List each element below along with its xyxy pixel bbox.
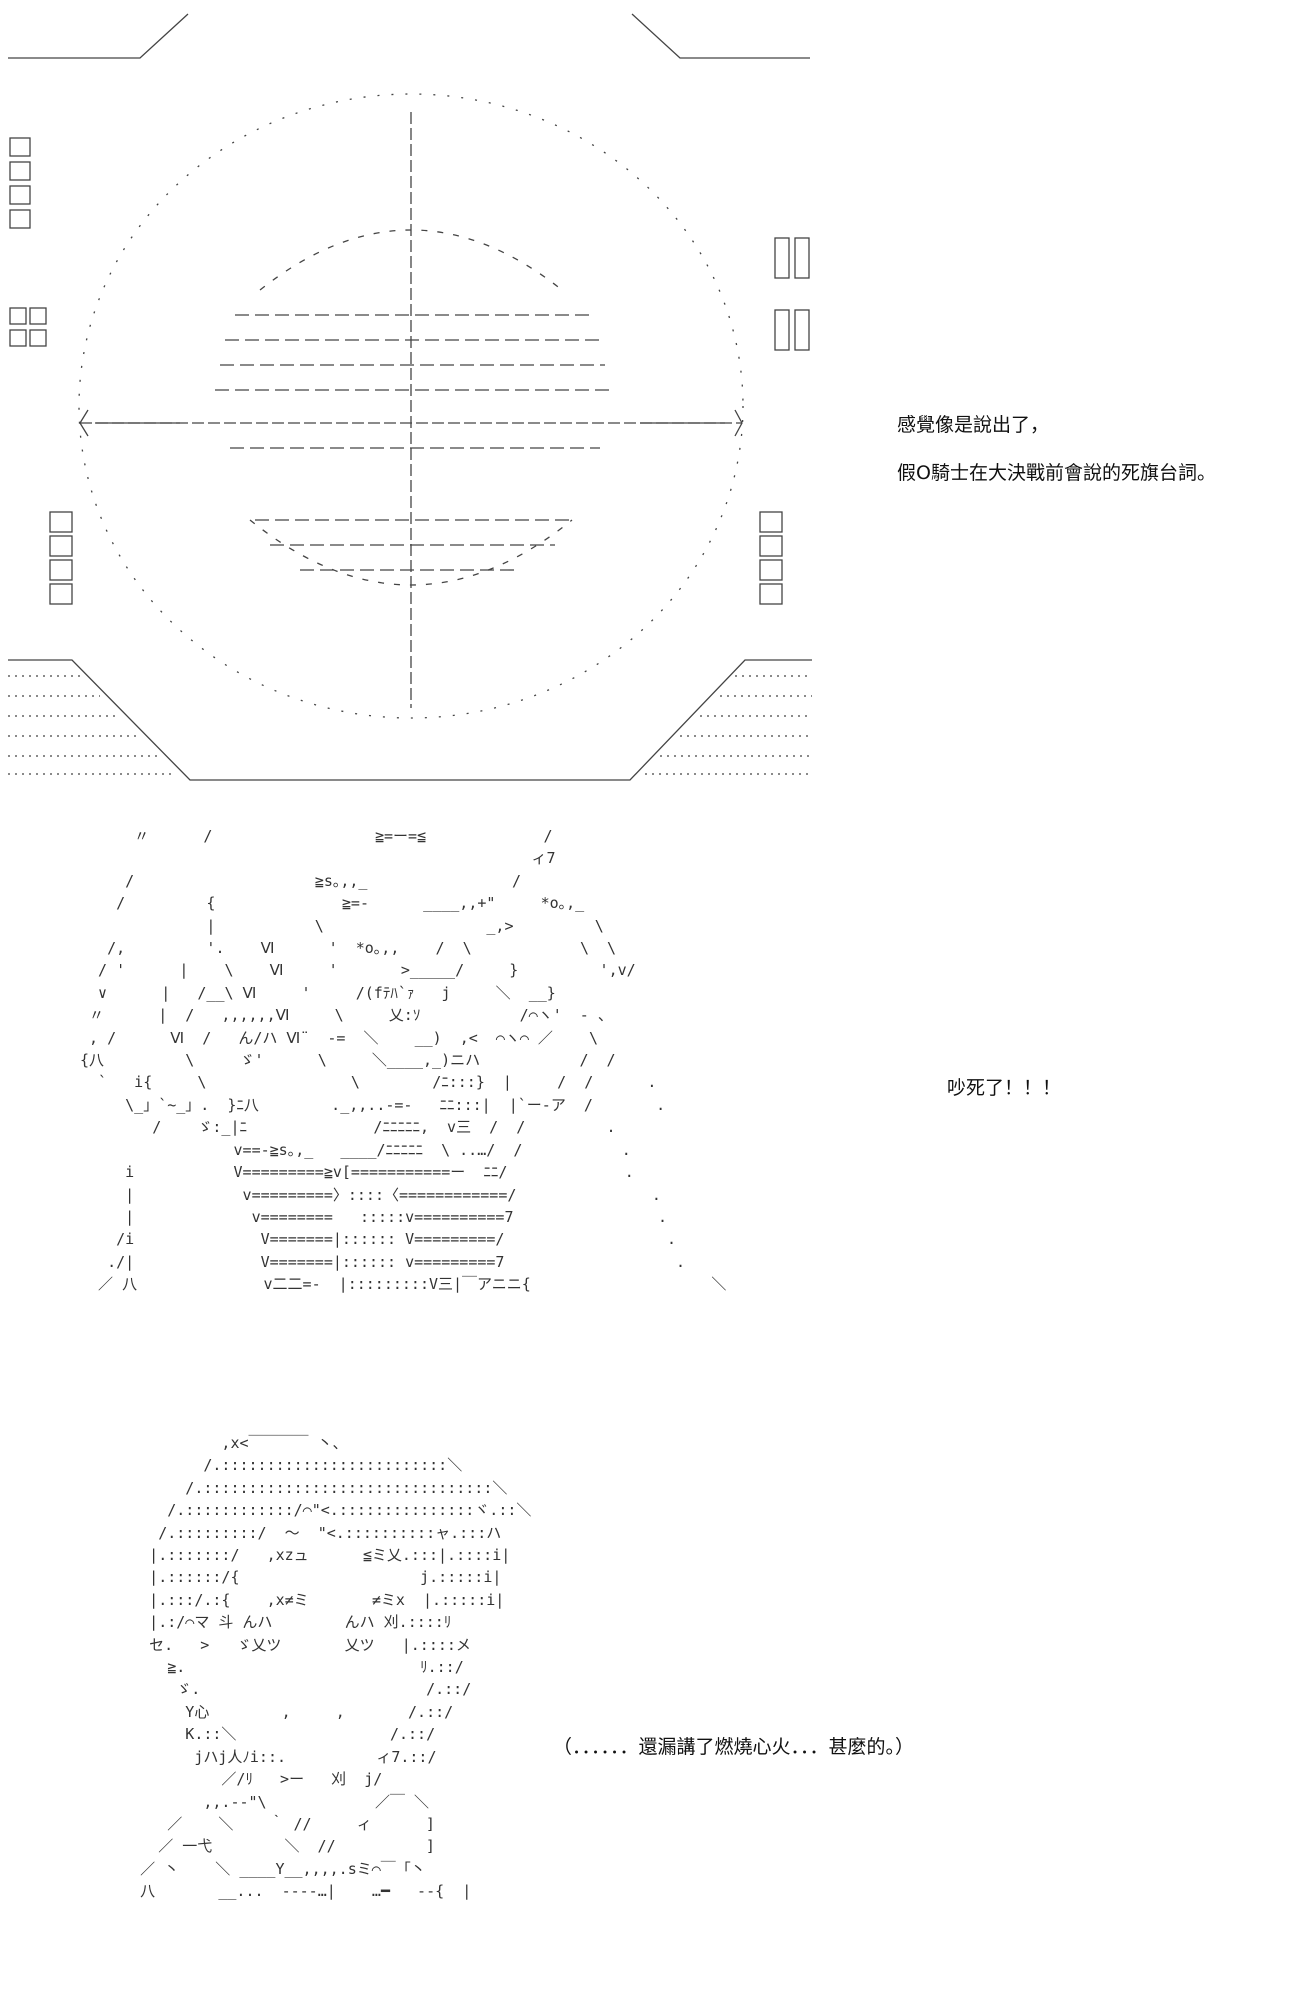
art-line: |.:::/.:{ ,x≠ミ ≠ミx |.:::::i| <box>95 1590 505 1609</box>
art-line: /.:::::::::/ ～ "<.::::::::::ャ.:::ハ <box>95 1523 502 1542</box>
art-line: | \ _,> \ <box>80 916 604 935</box>
art-line: セ. > ゞ乂ツ 乂ツ |.::::メ <box>95 1635 471 1654</box>
art-line: ./| V=======|:::::: v=========7 . <box>80 1252 686 1271</box>
outer-dotted-circle <box>78 93 744 719</box>
top-frame-lines <box>8 13 810 59</box>
character-face-art: ,x<￣￣￣￣ 丶、 /.:::::::::::::::::::::::::＼ … <box>95 1432 531 1903</box>
art-line: / ' | \ Ⅵ ' >_____/ } ',v/ <box>80 961 636 980</box>
art-line: ゞ. /.::/ <box>95 1680 472 1699</box>
dialogue-panel1-line2: 假O騎士在大決戰前會說的死旗台詞。 <box>897 462 1216 484</box>
art-line: / { ≧=- ____,,+" *o｡,_ <box>80 894 585 913</box>
art-line: |.::::::/{ j.:::::i| <box>95 1568 502 1587</box>
art-line: v==-≧s｡,_ ____/ﾆﾆﾆﾆﾆ \ ..…/ / . <box>80 1140 631 1159</box>
art-line: | v=========〉::::〈============/ . <box>80 1185 661 1204</box>
art-line: ≧. ﾘ.::/ <box>95 1658 464 1677</box>
art-line: ／ 一弋 ＼ // ] <box>95 1837 435 1856</box>
dialogue-panel3: （．．．．．．還漏講了燃燒心火．．．甚麼的。） <box>553 1736 915 1758</box>
art-line: |.:::::::/ ,xzュ ≦ミ乂.:::|.::::i| <box>95 1546 511 1565</box>
dotted-panels <box>8 675 812 775</box>
dialogue-panel2: 吵死了！！！ <box>947 1077 1062 1099</box>
art-line: 〃 | / ,,,,,,Ⅵ \ 乂:ｿ /⌒ヽ' - 、 <box>80 1006 613 1025</box>
inner-arc-top <box>259 229 563 291</box>
art-line: / ゞ:_|ﾆ /ﾆﾆﾆﾆﾆ, v三 / / . <box>80 1118 616 1137</box>
art-line: |.:/⌒マ 斗 んハ んハ 刈.::::ﾘ <box>95 1613 452 1632</box>
art-line: /.::::::::::::/⌒"<.:::::::::::::::ヾ.::＼ <box>95 1501 532 1520</box>
art-line: Y心 , , /.::/ <box>95 1702 454 1721</box>
art-line: /, '. Ⅵ ' *o｡,, / \ \ \ <box>80 939 617 958</box>
art-line: {八 \ ゞ' \ ＼____,_)ニハ / / <box>80 1051 616 1070</box>
art-line: /.::::::::::::::::::::::::::::::::＼ <box>95 1478 508 1497</box>
left-bracket-boxes <box>9 137 73 605</box>
character-angry-art: 〃 / ≧=ー=≦ / ィ7 / ≧s｡,,_ / / { ≧=- ____,,… <box>80 825 726 1296</box>
art-line: ／/ﾘ >ー 刈 j/ <box>95 1770 383 1789</box>
bottom-frame <box>8 659 812 781</box>
art-line: ` i{ \ \ /ﾆ:::} | / / . <box>80 1073 657 1092</box>
art-line: ∨ | /__\ Ⅵ ' /(fﾃﾊ`ｧ j ＼ __} <box>80 983 556 1002</box>
art-line: ィ7 <box>80 849 556 868</box>
art-line: ,,.--"\ ／￣ ＼ <box>95 1792 429 1811</box>
sphere-bands <box>215 314 610 571</box>
art-line: jハj人ﾉi::. ィ7.::/ <box>95 1747 437 1766</box>
art-line: ,x<￣￣￣￣ 丶、 <box>95 1434 348 1452</box>
art-line: ／ 八 v二二=- |:::::::::V三|￣アニニ{ ＼ <box>80 1275 727 1294</box>
art-line: , / Ⅵ / ん/ハ Ⅵ¨ -= ＼ __) ,< ⌒ヽ⌒ ／ \ <box>80 1028 599 1047</box>
dialogue-panel1-line1: 感覺像是說出了， <box>897 414 1050 436</box>
art-line: ／ ＼ ｀ // ィ ] <box>95 1814 435 1833</box>
art-line: 〃 / ≧=ー=≦ / <box>80 827 553 845</box>
art-line: \_」`~_」. }ﾆ八 ._,,..-=- ﾆﾆ:::| |`ー-ア / . <box>80 1095 666 1114</box>
art-line: / ≧s｡,,_ / <box>80 871 521 890</box>
crosshair-planet-art <box>8 13 812 781</box>
art-line: K.::＼ /.::/ <box>95 1725 436 1744</box>
right-bracket-boxes <box>759 237 810 605</box>
side-ring <box>79 409 743 437</box>
art-line: ／ 丶 ＼ ____Y__,,,,.sミ⌒￣「丶 <box>95 1859 426 1878</box>
art-line: /i V=======|:::::: V=========/ . <box>80 1230 677 1249</box>
art-line: | v======== :::::v==========7 . <box>80 1207 667 1226</box>
art-line: /.:::::::::::::::::::::::::＼ <box>95 1456 463 1475</box>
art-line: 八 __... ----…| …━ --{ | <box>95 1882 472 1901</box>
art-line: i V=========≧v[===========ー ﾆﾆ/ . <box>80 1163 634 1182</box>
inner-arc-bottom <box>249 519 573 586</box>
